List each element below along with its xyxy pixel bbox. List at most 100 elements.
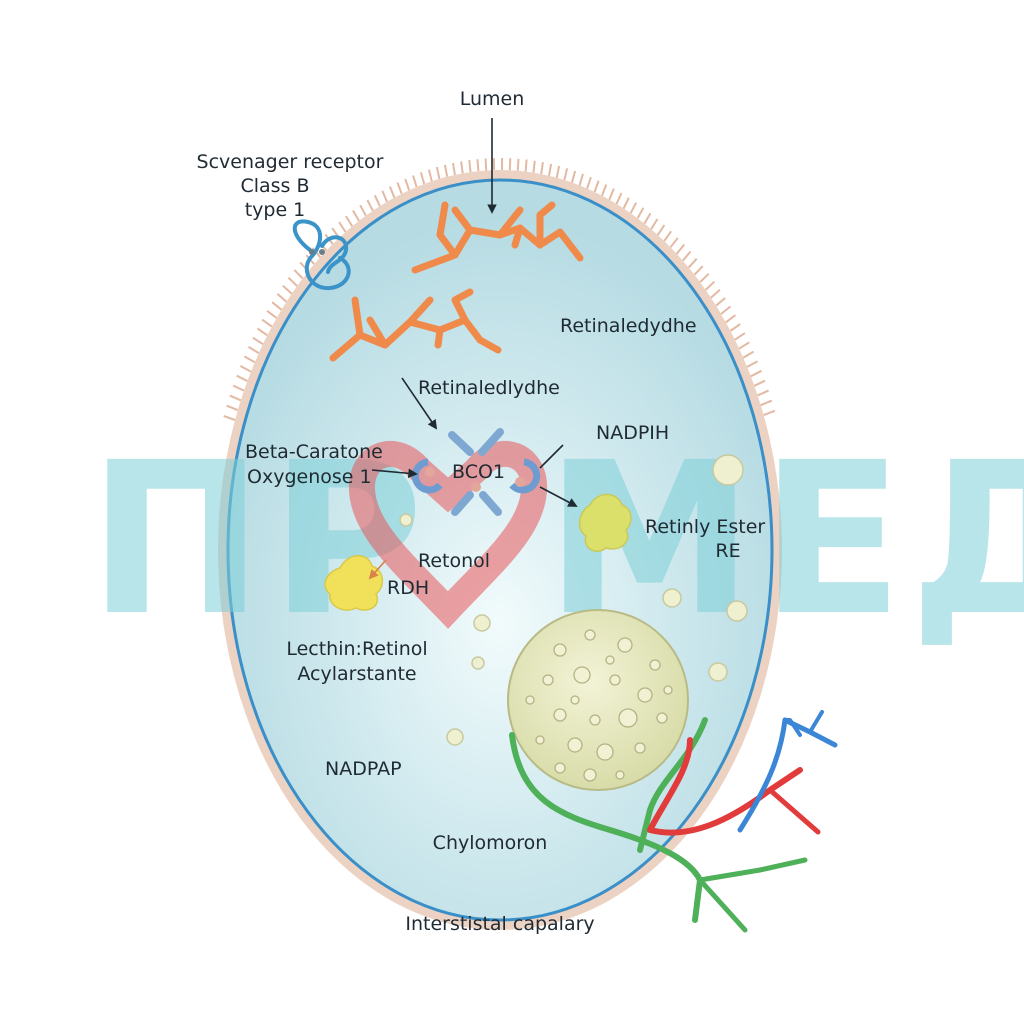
microvillus: [622, 197, 630, 209]
microvillus: [396, 182, 403, 195]
microvillus: [636, 207, 645, 219]
microvillus: [578, 173, 584, 186]
microvillus: [675, 243, 685, 255]
lipid-droplet: [649, 659, 661, 671]
microvillus: [687, 258, 698, 269]
microvillus: [223, 414, 236, 421]
lipid-droplet: [535, 735, 545, 745]
microvillus: [338, 221, 347, 233]
microvillus: [663, 230, 672, 242]
receptor-label-line3: type 1: [245, 199, 306, 221]
lipid-droplet: [584, 629, 596, 641]
microvillus: [229, 394, 242, 402]
microvillus: [261, 318, 273, 328]
lrat-label-line1: Lecthin:Retinol: [286, 638, 427, 660]
chylomicron-label: Chylomoron: [433, 832, 548, 854]
lipid-droplet: [637, 687, 653, 703]
microvillus: [725, 314, 737, 324]
microvillus: [563, 168, 569, 181]
microvillus: [508, 158, 512, 171]
microvillus: [629, 202, 638, 214]
lrat-label-line2: Acylarstante: [297, 663, 416, 685]
microvillus: [699, 273, 710, 283]
retinyl-ester-label-line1: Retinly Ester: [645, 516, 765, 538]
microvillus: [555, 165, 561, 178]
microvillus: [524, 159, 528, 172]
microvillus: [252, 336, 264, 346]
arrows: [368, 118, 578, 580]
microvillus: [704, 280, 715, 291]
lipid-droplet: [573, 666, 591, 684]
receptor-label-line2: Class B: [240, 175, 309, 197]
bco-label-line1: Beta-Caratone: [245, 441, 383, 463]
microvillus: [435, 166, 441, 180]
capillary-vessels-icon: [509, 710, 838, 933]
lipid-droplet: [656, 712, 668, 724]
lipid-droplet: [609, 674, 621, 686]
retinol-rdh-blob: [324, 555, 384, 611]
nadph-label: NADPIH: [596, 422, 669, 444]
microvillus: [763, 409, 776, 417]
microvillus: [548, 163, 553, 176]
microvillus: [412, 175, 418, 188]
microvillus: [540, 162, 544, 175]
microvillus: [266, 310, 278, 319]
microvillus: [715, 297, 726, 307]
chylomicron-icon: [507, 609, 689, 791]
lipid-droplet: [617, 637, 633, 653]
bco1-label: BCO1: [452, 461, 505, 483]
microvillus: [366, 199, 374, 212]
vesicles: [399, 454, 748, 746]
lipid-droplet: [525, 695, 535, 705]
retinaldehyde-molecule-1: [411, 201, 584, 274]
lipid-droplet: [618, 708, 638, 728]
lipid-droplet: [596, 743, 614, 761]
microvillus: [760, 399, 773, 407]
microvillus: [608, 188, 615, 201]
microvillus: [682, 250, 692, 262]
lipid-droplet: [615, 770, 625, 780]
receptor-label-line1: Scvenager receptor: [197, 151, 384, 173]
microvillus: [746, 360, 759, 368]
microvillus: [757, 389, 769, 397]
microvilli-brush-border: [223, 157, 776, 421]
microvillus: [373, 194, 381, 207]
retinaldehyde-center-label: Retinaledlydhe: [418, 377, 560, 399]
microvillus: [532, 160, 536, 173]
scavenger-receptor-icon: [292, 219, 351, 291]
microvillus: [601, 184, 608, 197]
microvillus: [282, 284, 293, 295]
microvillus: [287, 276, 298, 287]
microvillus: [593, 180, 600, 193]
retinyl-ester-blob: [578, 493, 632, 552]
microvillus: [247, 346, 260, 354]
rdh-label: RDH: [387, 577, 429, 599]
microvillus: [650, 218, 659, 230]
microvillus: [720, 305, 732, 315]
retinaldehyde-molecule-2: [329, 288, 502, 362]
lipid-droplet: [554, 762, 566, 774]
microvillus: [742, 350, 755, 359]
microvillus: [352, 210, 360, 222]
microvillus: [710, 288, 721, 299]
bco1-enzyme-icon: [411, 428, 541, 516]
microvillus: [734, 332, 746, 341]
microvillus: [753, 379, 766, 387]
microvillus: [404, 178, 411, 191]
watermark-heart: [349, 440, 547, 629]
lumen-label: Lumen: [460, 88, 525, 110]
microvillus: [586, 176, 592, 189]
microvillus: [656, 224, 666, 236]
microvillus: [669, 237, 679, 248]
microvillus: [256, 327, 268, 337]
microvillus: [293, 269, 304, 280]
lipid-droplet: [553, 643, 567, 657]
microvillus: [443, 164, 449, 177]
microvillus: [239, 365, 252, 373]
microvillus: [643, 212, 652, 225]
microvillus: [276, 293, 288, 303]
microvillus: [381, 190, 389, 203]
microvillus: [516, 158, 520, 171]
microvillus: [226, 404, 239, 412]
